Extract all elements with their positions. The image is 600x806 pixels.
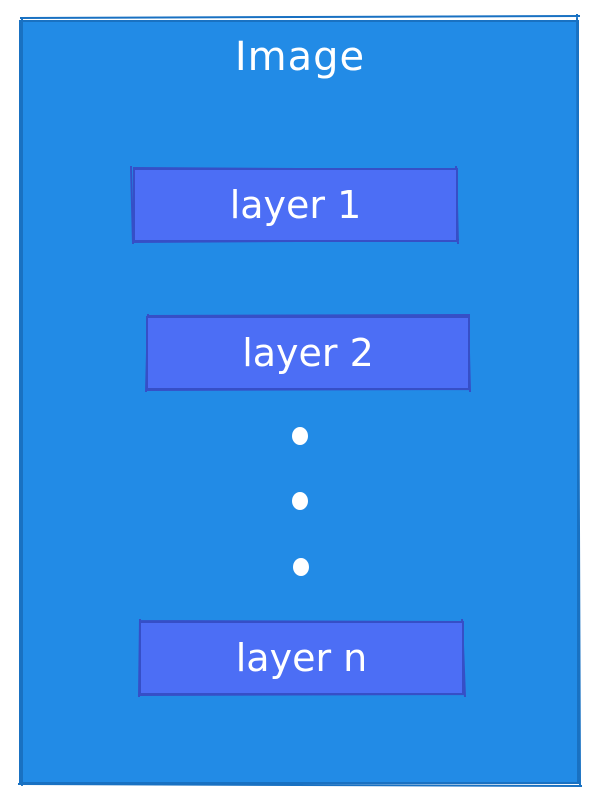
ellipsis-dot-2: [292, 492, 308, 510]
layer-label-n: layer n: [235, 636, 368, 680]
layer-box-n: layer n: [139, 621, 464, 695]
layer-label-1: layer 1: [229, 183, 362, 227]
ellipsis-dot-3: [293, 558, 309, 576]
diagram-title: Image: [234, 34, 366, 80]
ellipsis-dot-1: [292, 427, 308, 445]
layer-label-2: layer 2: [242, 331, 374, 375]
layer-box-2: layer 2: [146, 316, 470, 390]
layer-box-1: layer 1: [133, 168, 458, 242]
